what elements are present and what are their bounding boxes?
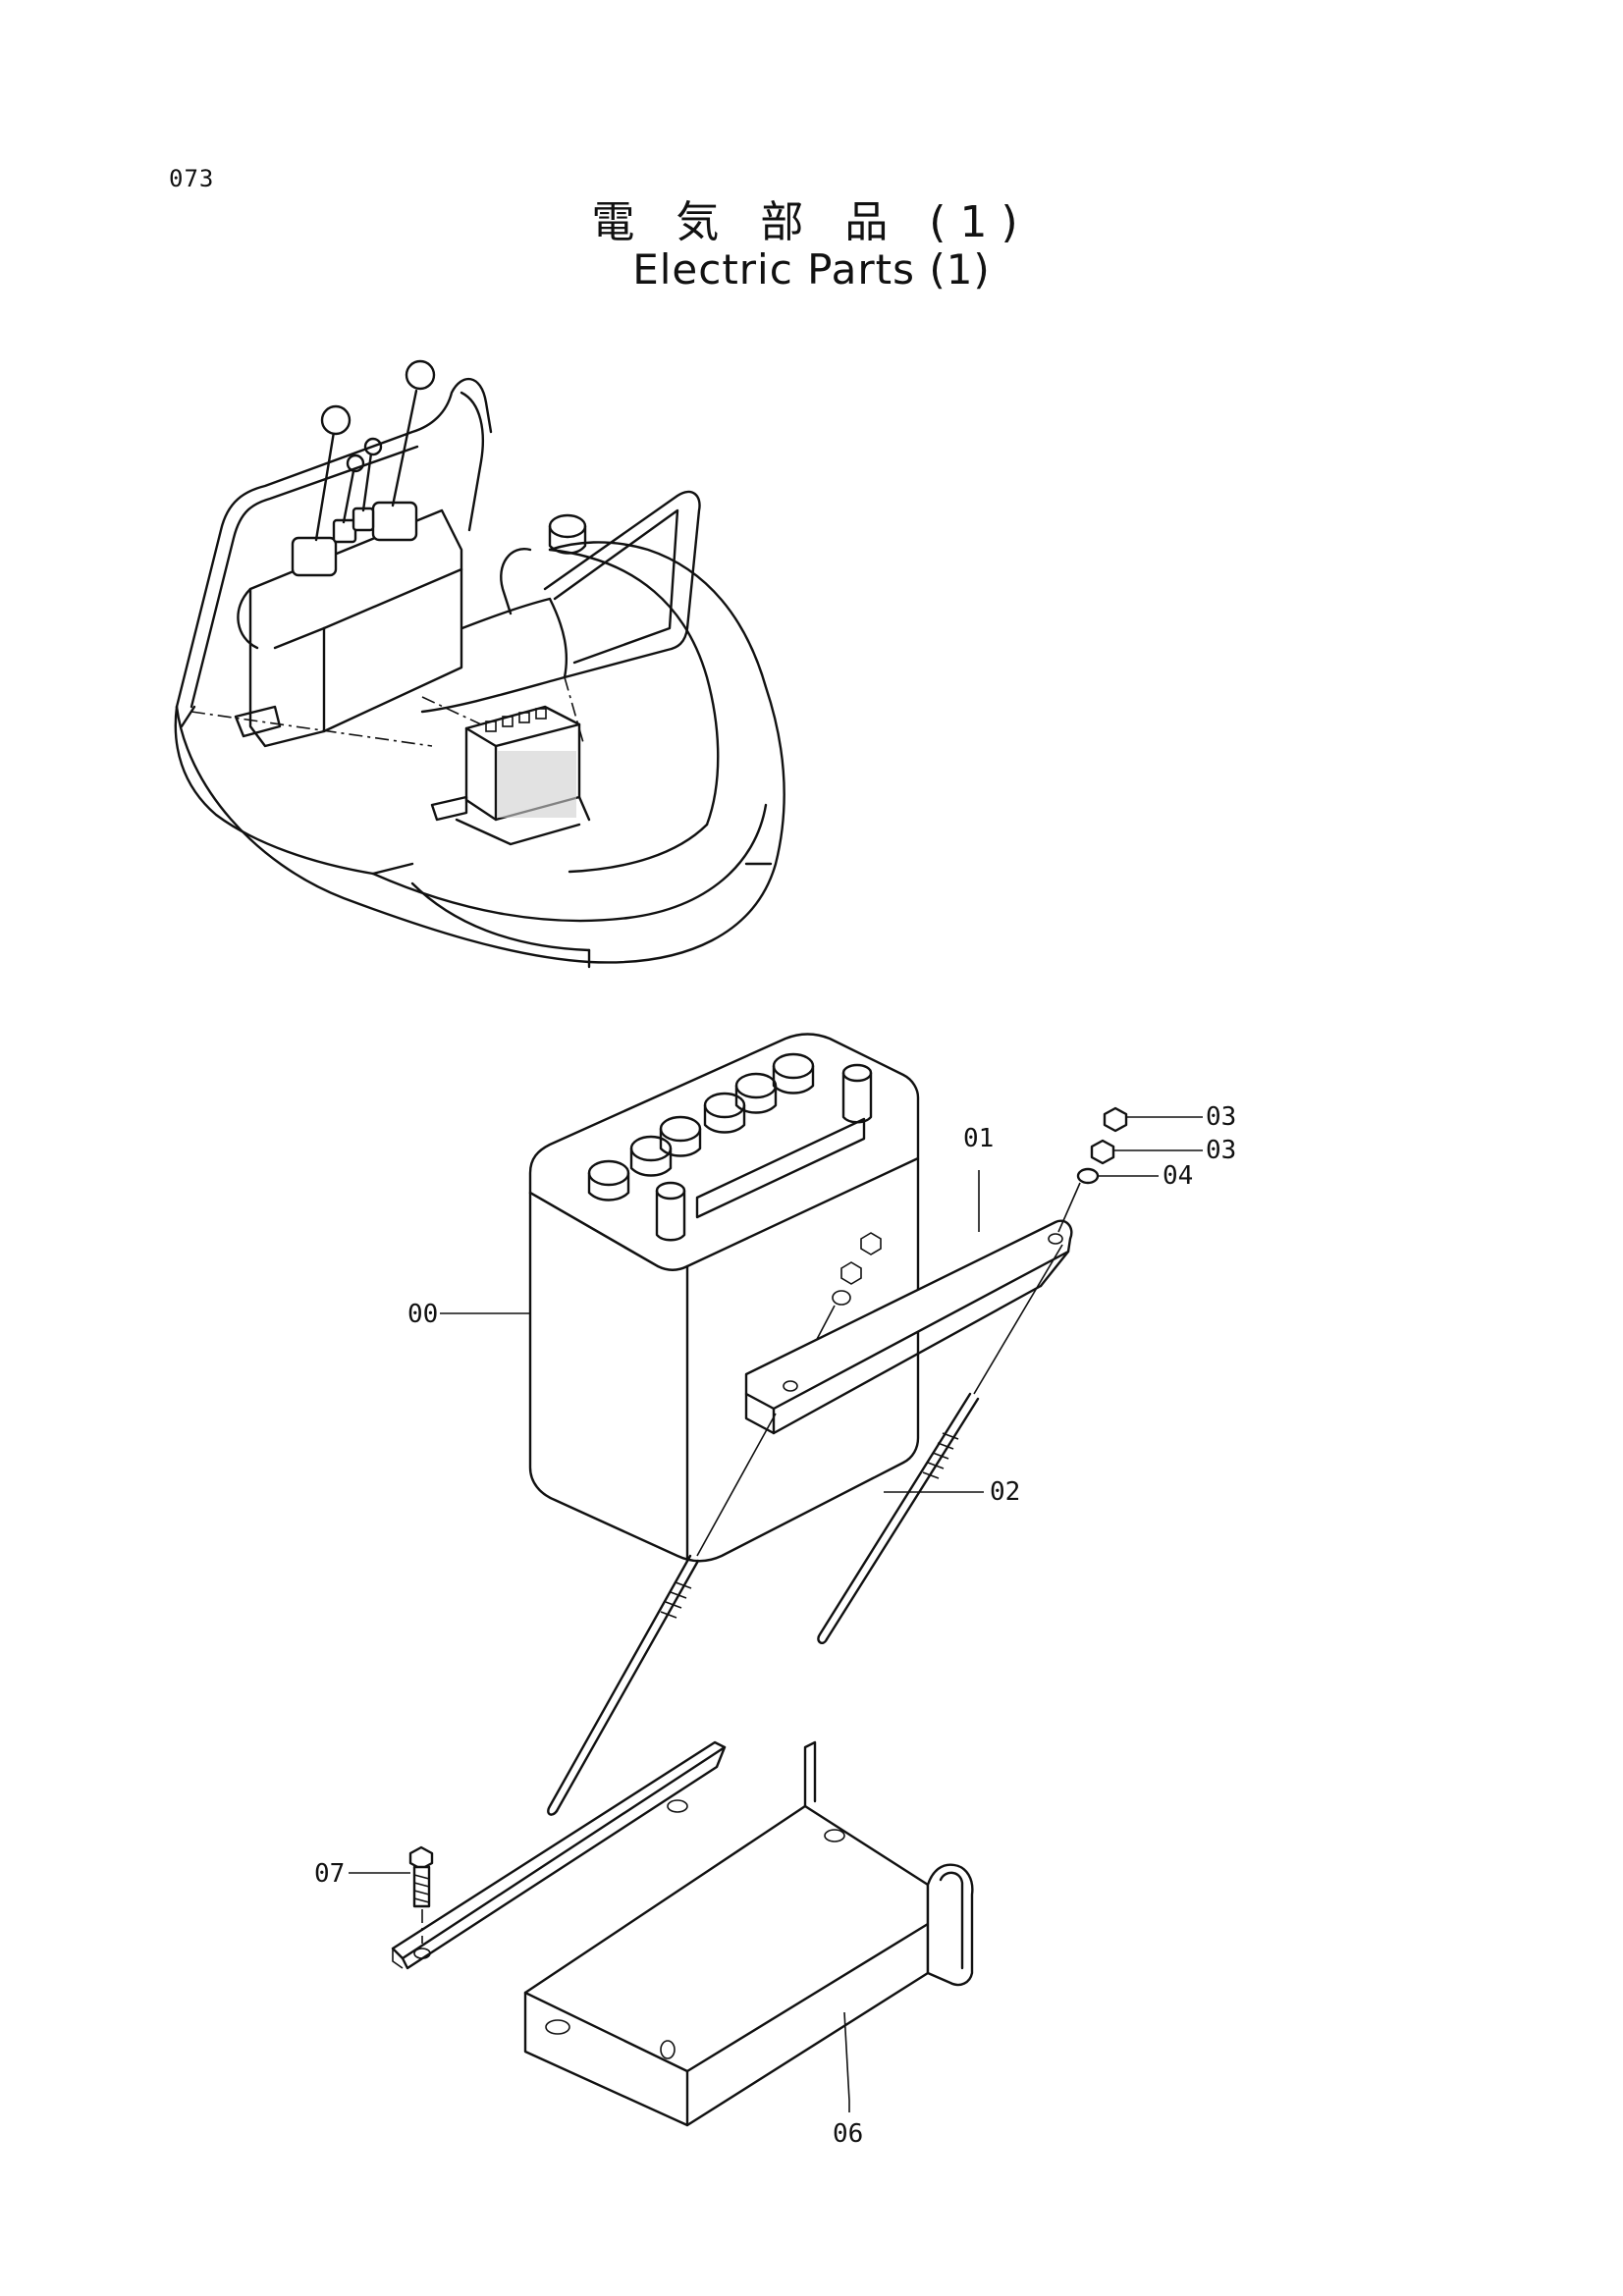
- battery-00: [528, 1033, 920, 1563]
- callout-00: 00: [407, 1300, 438, 1329]
- page-title-japanese: 電 気 部 品 (1): [591, 197, 1032, 247]
- callout-02: 02: [990, 1477, 1020, 1507]
- battery-hold-bar-01: [744, 1219, 1073, 1435]
- leader-lines: [440, 1170, 984, 2112]
- battery-rod-02: [547, 1244, 1063, 1816]
- callout-06: 06: [833, 2119, 863, 2149]
- battery-tray-06: [391, 1740, 974, 2127]
- callout-01: 01: [963, 1124, 994, 1153]
- nut-03-and-washer-04: [1057, 1106, 1203, 1233]
- page-number: 073: [169, 165, 215, 192]
- page-title-english: Electric Parts (1): [632, 245, 991, 294]
- callout-03-lower: 03: [1206, 1136, 1236, 1165]
- bolt-07: [349, 1845, 434, 1944]
- callout-07: 07: [314, 1859, 345, 1889]
- machine-overview-illustration: [174, 359, 785, 969]
- callout-03-upper: 03: [1206, 1102, 1236, 1132]
- callout-04: 04: [1163, 1161, 1193, 1191]
